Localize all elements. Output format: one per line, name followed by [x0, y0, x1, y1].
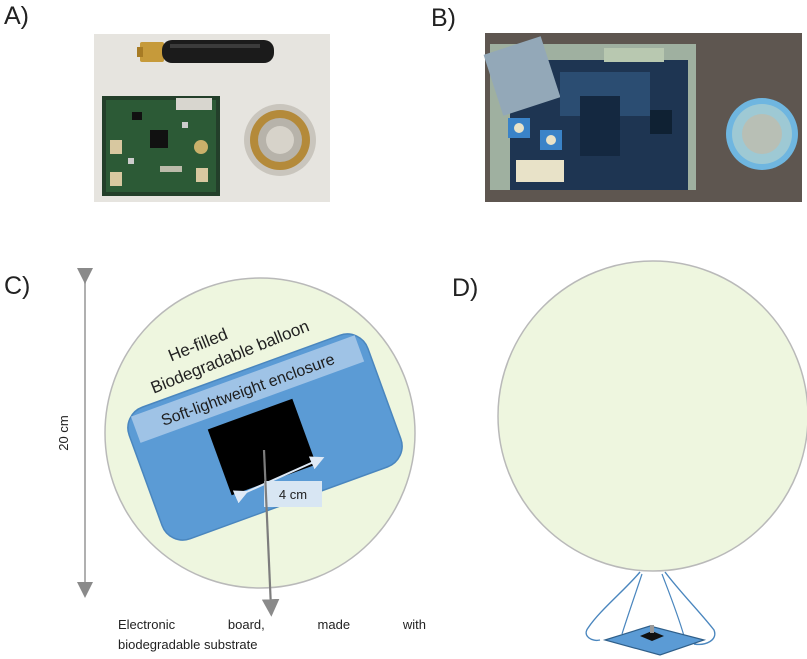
board-pointer-line [261, 449, 280, 617]
caption-word: made [317, 617, 351, 632]
board-platform-d [602, 625, 707, 656]
enclosure-label-band [130, 335, 365, 443]
caption-word: Electronic [118, 617, 176, 632]
tether-string-right [664, 571, 716, 646]
tether-string-inner-left [621, 573, 643, 635]
caption-line2: biodegradable substrate [118, 637, 258, 652]
board-width-arrow [232, 456, 325, 504]
caption-word: with [402, 617, 426, 632]
board-connector-d [650, 625, 654, 633]
board-caption: Electronic board, made with biodegradabl… [118, 615, 426, 655]
panel-label-a: A) [4, 2, 29, 30]
height-dimension-label: 20 cm [56, 415, 71, 450]
tether-string-left [585, 571, 641, 642]
board-chip-d [640, 631, 664, 641]
caption-word: board, [227, 617, 265, 632]
tether-string-inner-right [661, 573, 685, 637]
panel-label-d: D) [452, 274, 479, 302]
panel-label-b: B) [431, 4, 456, 32]
panel-label-c: C) [4, 272, 31, 300]
board-width-label: 4 cm [279, 487, 307, 502]
board-width-label-box [264, 481, 322, 507]
balloon-d-circle [497, 260, 807, 572]
